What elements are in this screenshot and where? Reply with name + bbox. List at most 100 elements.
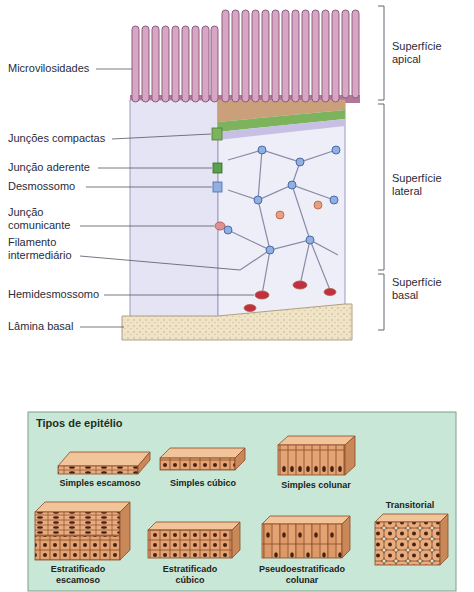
junction-marks-part bbox=[213, 182, 222, 192]
cell-block bbox=[130, 95, 360, 318]
part-label: Desmossomo bbox=[8, 180, 118, 193]
leader-lines-part bbox=[80, 327, 124, 328]
leader-lines-part bbox=[98, 168, 212, 169]
part-label: Microvilosidades bbox=[8, 62, 118, 75]
epithelium-caption: Simples cúbico bbox=[153, 478, 253, 489]
transitional-part bbox=[375, 514, 448, 522]
simple-cuboidal-part bbox=[235, 448, 245, 470]
leader-lines-part bbox=[112, 134, 211, 139]
microvilli-part bbox=[222, 10, 229, 102]
microvilli-part bbox=[232, 10, 239, 102]
simple-squamous-part bbox=[58, 452, 150, 466]
organelles bbox=[244, 201, 336, 312]
simple-squamous-part bbox=[58, 466, 138, 474]
junction-marks-part bbox=[213, 163, 222, 173]
cytoskeleton-part bbox=[228, 150, 336, 162]
stratified-cuboidal bbox=[148, 522, 240, 558]
junction-dots-part bbox=[258, 146, 266, 154]
brackets-part bbox=[378, 6, 384, 100]
microvilli-part bbox=[312, 10, 319, 102]
leader-lines bbox=[80, 69, 254, 327]
leader-lines-part bbox=[80, 256, 240, 270]
panel-title: Tipos de epitélio bbox=[36, 417, 462, 429]
junction-dots-part bbox=[306, 236, 314, 244]
microvilli-part bbox=[152, 26, 159, 102]
stratified-squamous bbox=[35, 502, 130, 560]
stratified-squamous-part bbox=[35, 512, 120, 536]
leader-lines-part bbox=[80, 226, 214, 227]
cytoskeleton-part bbox=[240, 240, 330, 290]
basal-lamina-part bbox=[122, 304, 352, 340]
junction-dots bbox=[224, 146, 340, 254]
simple-columnar-part bbox=[278, 445, 345, 475]
surface-label: Superfície apical bbox=[392, 40, 464, 66]
pseudostratified-part bbox=[342, 516, 350, 558]
epithelium-caption: Pseudoestratificado colunar bbox=[250, 564, 354, 586]
epithelium-caption: Estratificado cúbico bbox=[148, 564, 232, 586]
junction-dots-part bbox=[254, 196, 262, 204]
microvilli-part bbox=[132, 26, 139, 102]
microvilli-part bbox=[162, 26, 169, 102]
pseudostratified bbox=[262, 516, 350, 558]
microvilli-part bbox=[242, 10, 249, 102]
microvilli-part bbox=[282, 10, 289, 102]
cytoskeleton-part bbox=[292, 162, 310, 285]
simple-columnar-part bbox=[345, 436, 355, 475]
epithelium-caption: Simples colunar bbox=[266, 480, 366, 491]
junction-dots-part bbox=[266, 246, 274, 254]
junction-marks-part bbox=[212, 128, 222, 140]
stratified-squamous-part bbox=[35, 502, 130, 512]
organelles-part bbox=[276, 211, 284, 219]
microvilli-part bbox=[302, 10, 309, 102]
microvilli-part bbox=[272, 10, 279, 102]
simple-squamous bbox=[58, 452, 150, 474]
stratified-squamous-part bbox=[120, 502, 130, 560]
cytoskeleton bbox=[228, 150, 338, 295]
leader-lines-part bbox=[104, 295, 254, 296]
organelles-part bbox=[255, 291, 269, 299]
junction-dots-part bbox=[288, 181, 296, 189]
simple-cuboidal-part bbox=[160, 448, 245, 458]
cell-block-part bbox=[130, 100, 218, 318]
stratified-squamous-part bbox=[35, 536, 120, 560]
cytoskeleton-part bbox=[228, 185, 334, 200]
surface-label: Superfície lateral bbox=[392, 172, 464, 198]
microvilli-part bbox=[172, 26, 179, 102]
microvilli-part bbox=[332, 10, 339, 102]
microvilli-part bbox=[292, 10, 299, 102]
cell-block-part bbox=[218, 100, 345, 318]
part-label: Hemidesmossomo bbox=[8, 288, 118, 301]
stratified-cuboidal-part bbox=[148, 522, 240, 530]
microvilli-part bbox=[262, 10, 269, 102]
microvilli-part bbox=[322, 10, 329, 102]
simple-cuboidal bbox=[160, 448, 245, 470]
junction-dots-part bbox=[296, 158, 304, 166]
microvilli-part bbox=[342, 10, 349, 98]
organelles-part bbox=[293, 281, 307, 289]
cytoskeleton-part bbox=[258, 150, 270, 295]
cell-block-part bbox=[218, 119, 345, 140]
simple-columnar bbox=[278, 436, 355, 475]
organelles-part bbox=[244, 305, 256, 312]
stratified-cuboidal-part bbox=[232, 522, 240, 558]
junction-marks-part bbox=[215, 222, 225, 230]
epithelium-caption: Estratificado escamoso bbox=[36, 564, 120, 586]
cytoskeleton-part bbox=[228, 230, 338, 255]
junction-dots-part bbox=[330, 196, 338, 204]
part-label: Filamento intermediário bbox=[8, 236, 83, 262]
part-label: Junção aderente bbox=[8, 161, 118, 174]
brackets-part bbox=[378, 274, 384, 330]
brackets bbox=[378, 6, 384, 330]
stratified-cuboidal-part bbox=[148, 530, 232, 558]
part-label: Junção comunicante bbox=[8, 206, 83, 232]
simple-cuboidal-part bbox=[160, 458, 235, 470]
junction-dots-part bbox=[332, 146, 340, 154]
epithelium-caption: Transitorial bbox=[370, 500, 450, 511]
transitional-part bbox=[375, 522, 440, 565]
organelles-part bbox=[324, 289, 336, 296]
organelles-part bbox=[314, 201, 322, 209]
part-label: Junções compactas bbox=[8, 132, 118, 145]
transitional-part bbox=[440, 514, 448, 565]
microvilli-part bbox=[142, 26, 149, 102]
microvilli-part bbox=[352, 10, 359, 98]
